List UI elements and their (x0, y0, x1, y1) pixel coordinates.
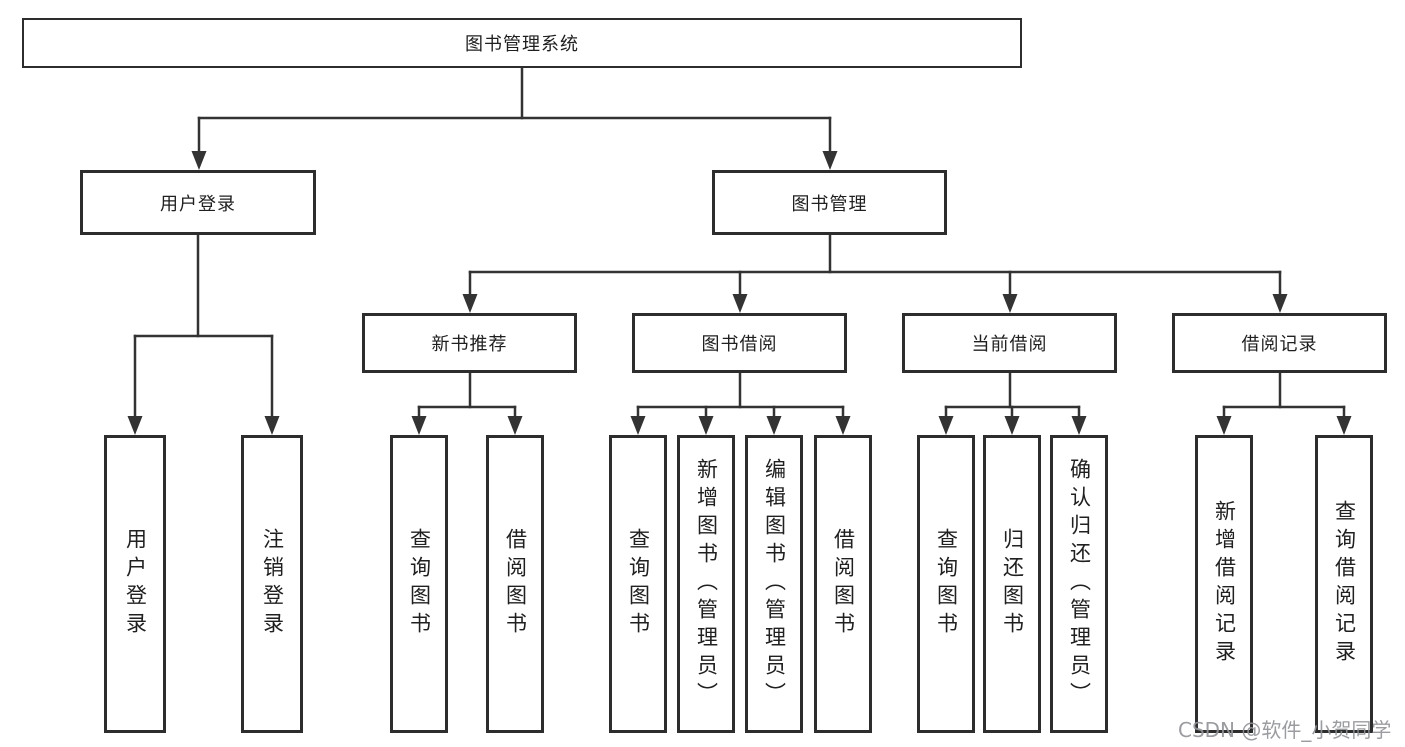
leaf-user-login: 用户登录 (104, 435, 166, 733)
leaf-query-books-current: 查询图书 (917, 435, 975, 733)
leaf-logout: 注销登录 (241, 435, 303, 733)
node-library-management-system: 图书管理系统 (22, 18, 1022, 68)
csdn-watermark: CSDN @软件_小贺同学 (1178, 718, 1392, 742)
leaf-query-borrow-record: 查询借阅记录 (1315, 435, 1373, 733)
leaf-borrow-books-recommend: 借阅图书 (486, 435, 544, 733)
node-current-borrowing: 当前借阅 (902, 313, 1117, 373)
leaf-add-borrow-record: 新增借阅记录 (1195, 435, 1253, 733)
node-book-management: 图书管理 (712, 170, 947, 235)
leaf-add-books-admin: 新增图书（管理员） (677, 435, 735, 733)
leaf-edit-books-admin: 编辑图书（管理员） (745, 435, 803, 733)
node-user-login: 用户登录 (80, 170, 316, 235)
leaf-borrow-books-borrowing: 借阅图书 (814, 435, 872, 733)
leaf-return-books: 归还图书 (983, 435, 1041, 733)
leaf-query-books-borrowing: 查询图书 (609, 435, 667, 733)
leaf-query-books-recommend: 查询图书 (390, 435, 448, 733)
leaf-confirm-return-admin: 确认归还（管理员） (1050, 435, 1108, 733)
node-book-borrowing: 图书借阅 (632, 313, 847, 373)
node-new-book-recommendation: 新书推荐 (362, 313, 577, 373)
node-borrowing-records: 借阅记录 (1172, 313, 1387, 373)
